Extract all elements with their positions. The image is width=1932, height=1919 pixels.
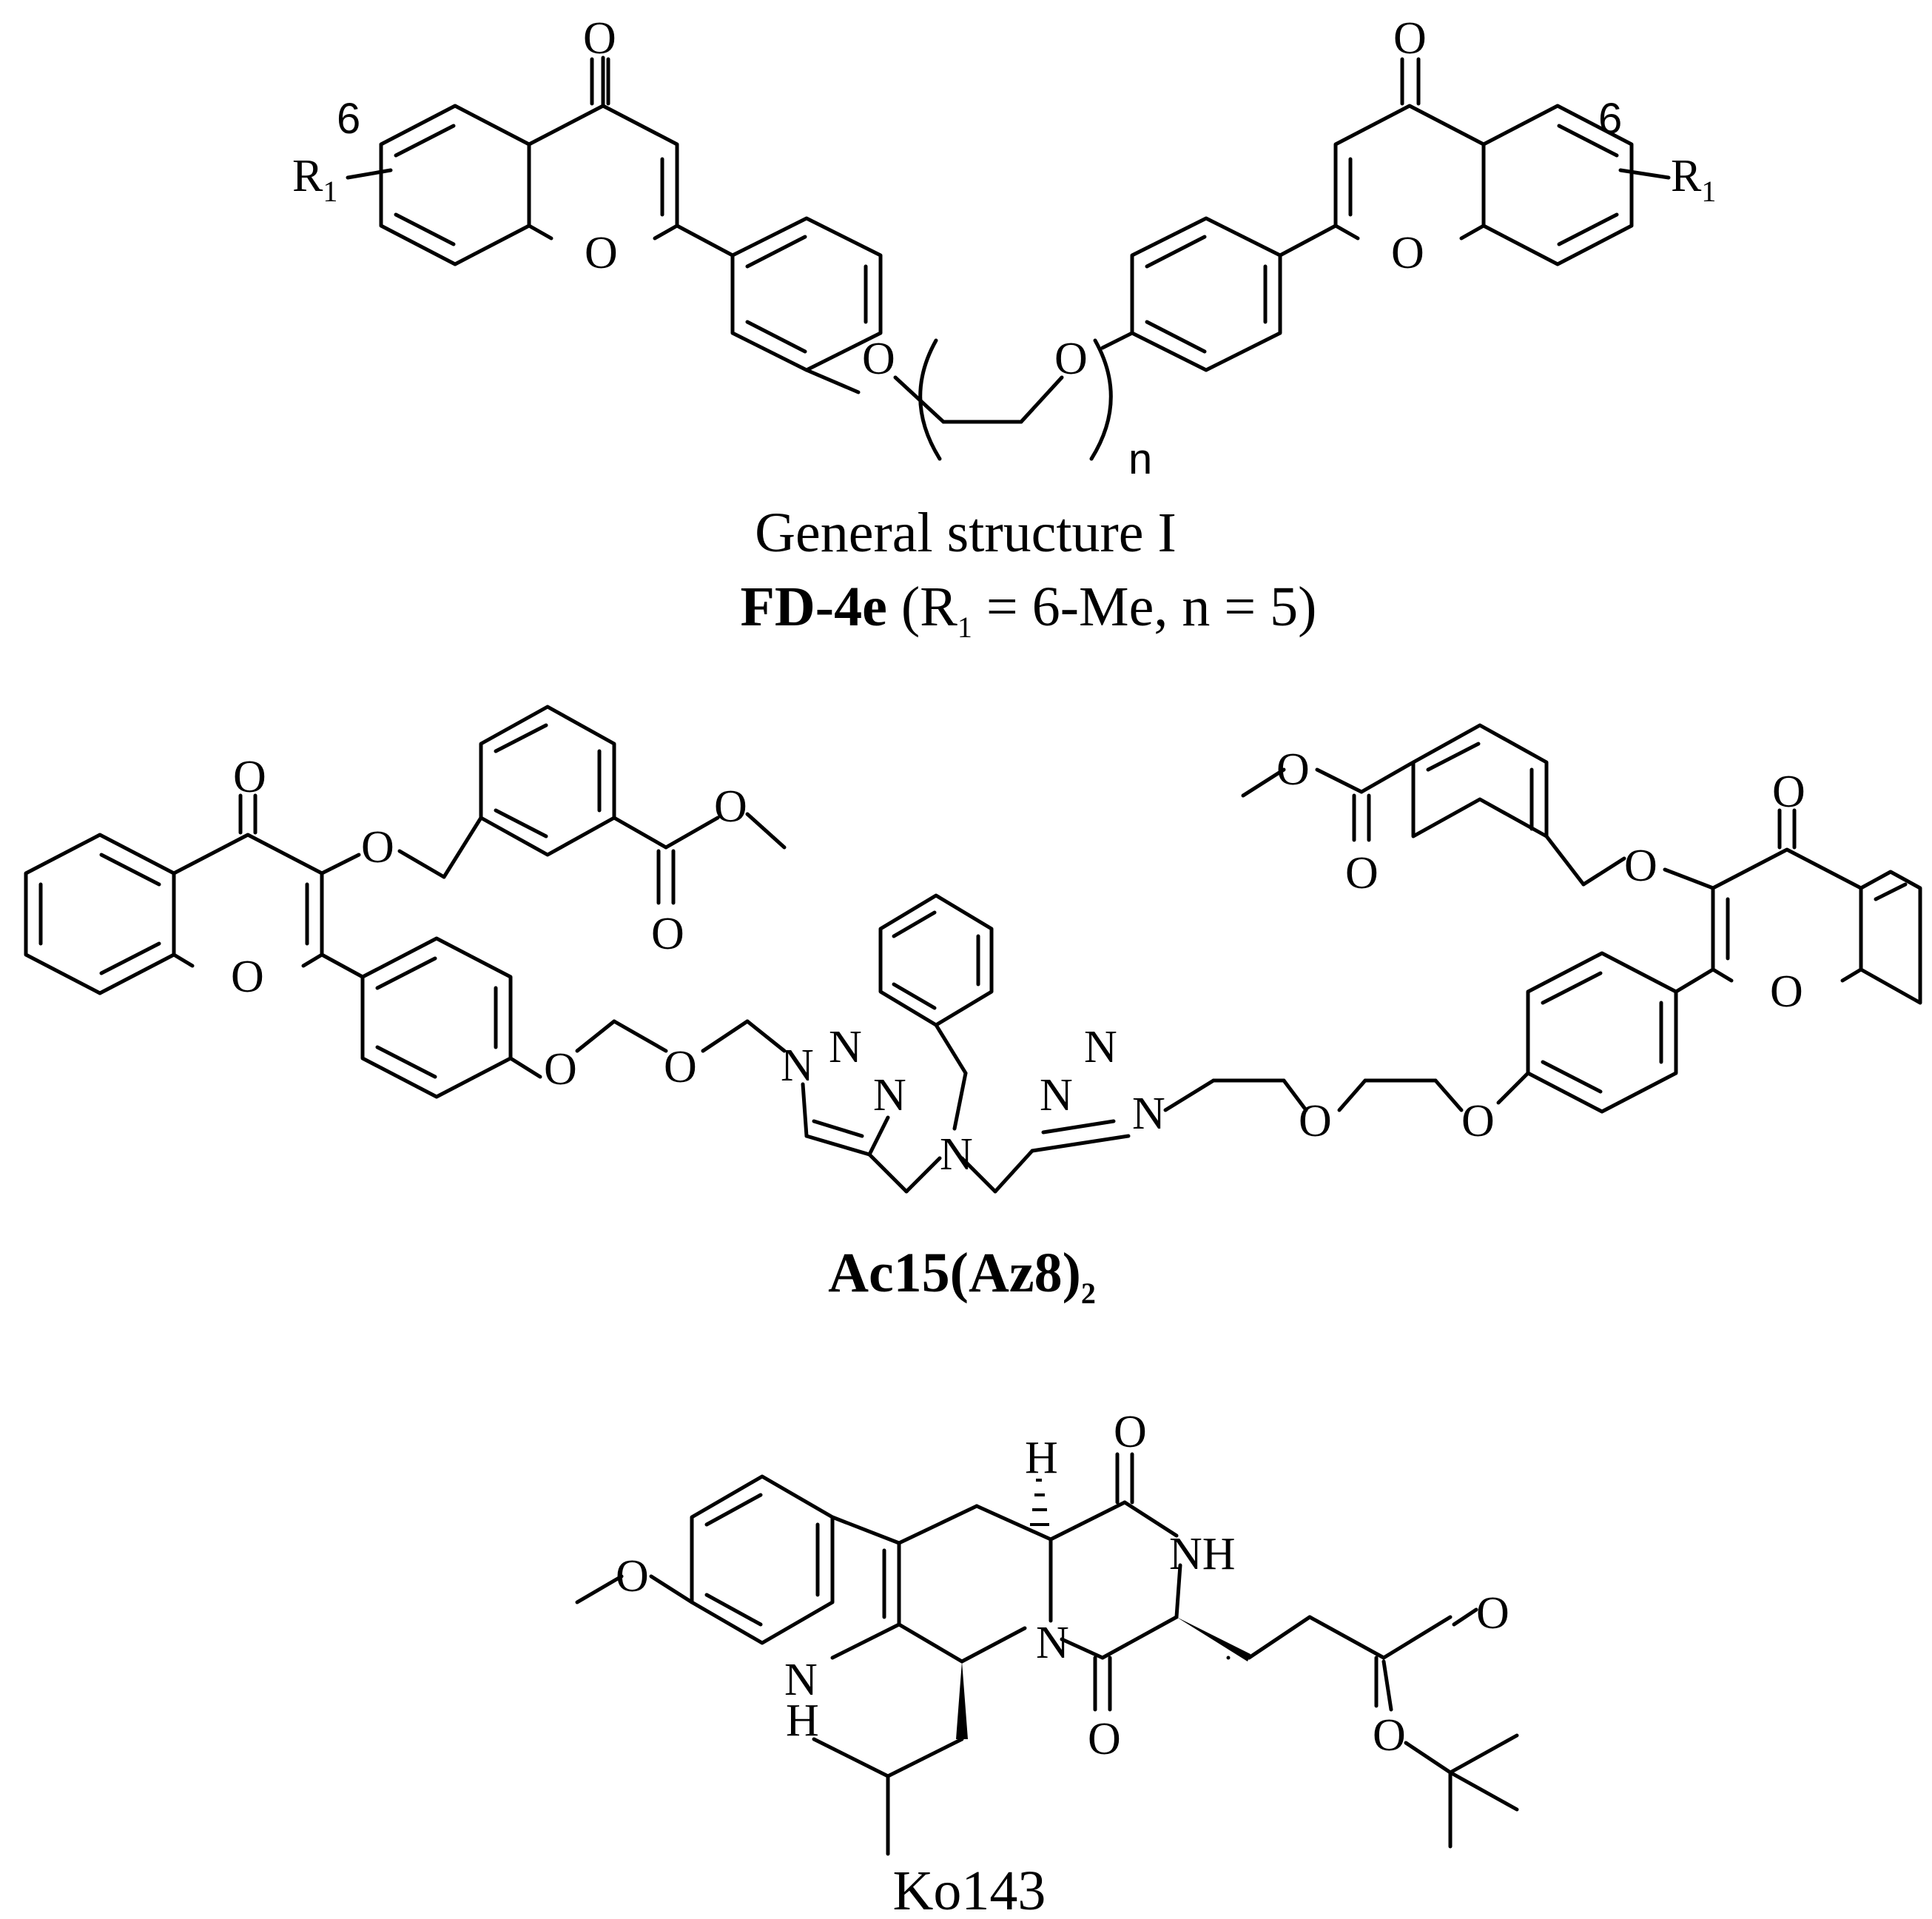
repeat-n: n	[1128, 435, 1152, 483]
ac-right-carbonyl-o: O	[1772, 767, 1805, 817]
ac-right-ester-o: O	[1276, 745, 1310, 795]
ko-ester-chain	[1247, 1607, 1478, 1712]
ac-right-triazole-n3: N	[1040, 1070, 1073, 1120]
ac-left-triazole	[801, 1082, 909, 1194]
ko-stereo-h: H	[1025, 1433, 1058, 1483]
ko-amide-nh: NH	[1169, 1529, 1236, 1579]
left-ether-oxygen: O	[862, 334, 895, 384]
ac-left-benzyl-o: O	[361, 822, 394, 873]
right-benzo-ring	[1481, 104, 1634, 266]
ac-central-n: N	[940, 1129, 973, 1180]
ac-left-triazole-n1: N	[781, 1041, 814, 1091]
ac-left-peg-o2: O	[664, 1042, 697, 1092]
left-pyrone-ring	[527, 56, 679, 241]
left-benzo-ring	[379, 104, 531, 266]
ac-right-benzo	[1859, 870, 1922, 1005]
ko-isobutyl	[812, 1737, 964, 1856]
left-r1-bond	[346, 168, 393, 180]
ac-right-ester-co: O	[1345, 848, 1379, 898]
ko-wedge-isobutyl	[956, 1661, 968, 1739]
right-position-6: 6	[1598, 95, 1622, 143]
ac-left-ester-o: O	[714, 782, 747, 832]
ac-right-benzyl	[1359, 723, 1626, 887]
ac-left-peg	[575, 1019, 787, 1053]
right-phenyl-ring	[1130, 216, 1338, 372]
ko-indole-benzo	[690, 1474, 835, 1645]
ac15-caption: Ac15(Az8)2	[828, 1242, 1096, 1310]
right-carbonyl-oxygen: O	[1393, 13, 1427, 64]
ac-left-ester-co: O	[651, 909, 684, 959]
ko-wedge-side-chain	[1177, 1617, 1251, 1661]
ac-right-triazole-n1: N	[1132, 1089, 1165, 1139]
ac-left-benzyl	[397, 705, 668, 879]
ko-ester-co: O	[1476, 1588, 1509, 1639]
ac-right-ester	[1241, 767, 1371, 842]
ko-piperazine-n: N	[1036, 1618, 1069, 1668]
ac-right-o-bond	[1663, 867, 1715, 890]
general-structure-i: O O R1 6 O O n	[292, 13, 1716, 644]
ac-right-ring-o: O	[1770, 967, 1803, 1017]
peg-repeat-unit	[893, 338, 1113, 461]
ac-left-ring-o: O	[231, 952, 264, 1002]
ac-left-triazole-n2: N	[829, 1022, 862, 1072]
ac-left-o-bond	[320, 853, 361, 876]
ko-piperidine	[897, 1504, 1053, 1664]
ac-right-peg	[1211, 1071, 1530, 1112]
ac-central-bonds	[878, 893, 997, 1194]
ac-right-benzyl-o: O	[1624, 841, 1657, 891]
right-ether-oxygen: O	[1054, 334, 1088, 384]
ac-right-triazole	[993, 1078, 1216, 1194]
ko-indole-n: N	[784, 1655, 818, 1705]
right-r1-label: R1	[1671, 151, 1716, 208]
ko-piperazine-co2: O	[1088, 1714, 1121, 1764]
right-pyrone-ring	[1333, 57, 1486, 241]
ac-right-peg-o2: O	[1299, 1096, 1332, 1146]
ac-left-ester	[656, 812, 787, 905]
fd-4e-caption: FD-4e (R1 = 6-Me, n = 5)	[740, 576, 1316, 644]
ko143-caption: Ko143	[893, 1860, 1046, 1919]
ac-right-triazole-n2: N	[1084, 1022, 1117, 1072]
ko-hash-bond	[1030, 1479, 1049, 1526]
left-carbonyl-oxygen: O	[583, 13, 616, 64]
right-phenoxy-bond	[1100, 331, 1134, 350]
left-r1-label: R1	[292, 151, 337, 208]
ko-methoxy-o: O	[616, 1551, 649, 1602]
right-ring-oxygen: O	[1391, 228, 1424, 278]
left-carbonyl	[590, 57, 610, 106]
ko-piperazine-co1: O	[1114, 1407, 1147, 1457]
general-structure-caption: General structure I	[755, 502, 1177, 564]
ac-left-benzo	[24, 833, 176, 995]
ko-piperazine	[1049, 1452, 1182, 1712]
ac-right-phenyl	[1526, 951, 1715, 1114]
ac-right-pyrone	[1711, 808, 1863, 983]
ko-indole-pyrrole	[830, 1515, 901, 1660]
ac-right-peg-o1: O	[1461, 1096, 1495, 1146]
ac-left-pyrone	[172, 793, 324, 968]
ko-methoxy	[575, 1574, 694, 1604]
ac15-az8-2-structure: O O O O O O	[24, 705, 1922, 1310]
ko-ester-o: O	[1373, 1710, 1406, 1761]
left-ring-oxygen: O	[585, 228, 618, 278]
ko143-structure: O N H N H	[575, 1407, 1519, 1919]
left-phenyl-ring	[675, 216, 883, 372]
ac-left-peg-o1: O	[544, 1044, 577, 1095]
ko-tert-butyl	[1404, 1733, 1519, 1849]
ac-left-carbonyl-o: O	[233, 752, 266, 802]
ac-left-phenyl	[320, 936, 542, 1099]
ac-left-triazole-n3: N	[873, 1070, 906, 1120]
right-r1-bond	[1618, 168, 1671, 180]
left-position-6: 6	[337, 95, 360, 143]
left-phenoxy-bond	[804, 368, 861, 394]
